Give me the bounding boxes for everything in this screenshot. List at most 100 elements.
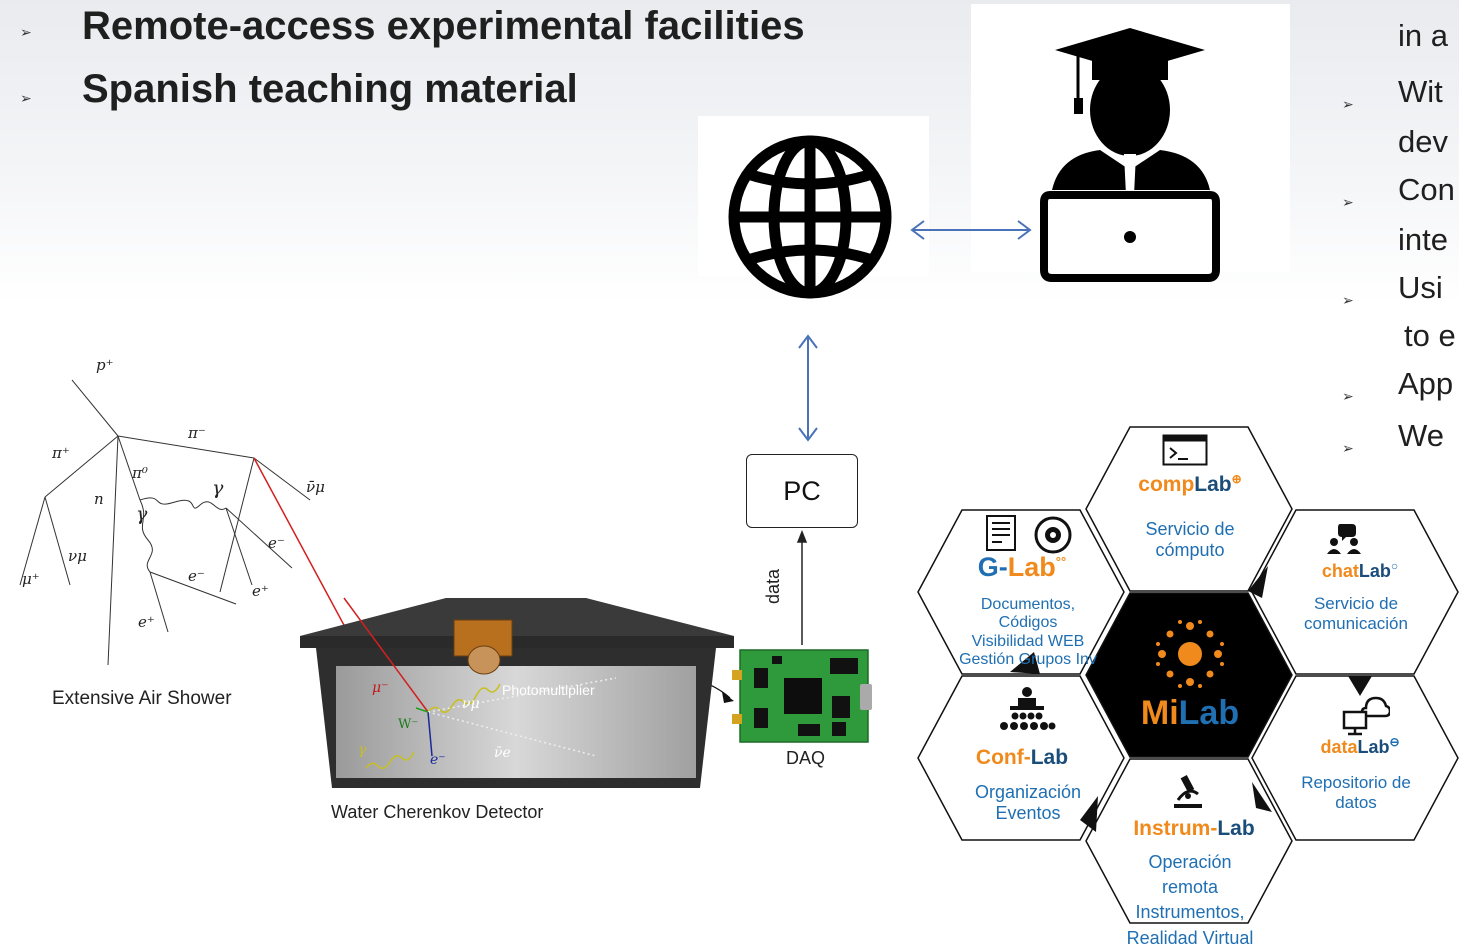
gear-cycle-icon	[1034, 516, 1072, 554]
instrumlab-desc-line: remota	[1161, 877, 1219, 898]
bullet-marker: ➢	[1342, 292, 1354, 308]
e-plus-label: e⁺	[252, 582, 269, 600]
conflab-desc-line: Organización	[974, 782, 1082, 802]
air-shower-caption: Extensive Air Shower	[52, 688, 232, 709]
detector-gamma-label: γ	[358, 742, 367, 758]
n-label: n	[94, 490, 104, 508]
detector-w-label: W⁻	[398, 717, 419, 732]
photomultiplier-label: Photomultiplier	[502, 682, 595, 698]
bullet-marker: ➢	[20, 90, 32, 106]
datalab-name-b: Lab	[1357, 737, 1390, 757]
datalab-name-a: data	[1320, 737, 1358, 757]
student-laptop-icon	[1040, 28, 1220, 282]
right-text-line: dev	[1398, 124, 1448, 159]
complab-name-a: comp	[1138, 473, 1195, 496]
chatlab-desc-line: comunicación	[1304, 613, 1408, 633]
complab-desc: Servicio de cómputo	[1110, 519, 1270, 560]
daq-label: DAQ	[786, 748, 826, 768]
instrumlab-name-a: Instrum-	[1133, 817, 1218, 840]
conflab-name-a: Conf-	[975, 746, 1031, 769]
cloud-monitor-icon	[1342, 696, 1390, 736]
conflab-desc-line: Eventos	[995, 802, 1061, 823]
milab-logo-text: MiLab	[1110, 694, 1270, 733]
glab-desc-line: Códigos	[998, 614, 1058, 632]
right-text-line: Wit	[1398, 74, 1443, 109]
detector-mu-label: μ⁻	[372, 680, 389, 696]
instrumlab-desc-line: Operación	[1148, 852, 1232, 872]
datalab-desc: Repositorio de datos	[1276, 773, 1436, 812]
gamma-label: γ	[136, 503, 148, 525]
right-text-line: to e	[1404, 318, 1456, 353]
conflab-name-b: Lab	[1030, 746, 1069, 769]
e-minus-label: e⁻	[268, 534, 285, 552]
bullet-marker: ➢	[1342, 440, 1354, 456]
glab-desc-line: Gestión Grupos Inv	[959, 651, 1097, 669]
glab-title: G-Lab°°	[977, 552, 1067, 582]
air-shower-diagram	[19, 379, 360, 666]
right-text-line: in a	[1398, 18, 1448, 53]
conflab-title: Conf-Lab	[952, 746, 1092, 770]
right-text-line: Usi	[1398, 270, 1443, 305]
p-plus-label: p⁺	[96, 356, 114, 374]
datalab-desc-line: datos	[1335, 792, 1377, 812]
bullet-teaching-material: Spanish teaching material	[82, 67, 578, 111]
nu-mu-label: νμ	[68, 547, 87, 565]
conflab-desc: Organización Eventos	[948, 782, 1108, 823]
gamma-label: γ	[212, 477, 224, 499]
instrumlab-desc: Operación remota Instrumentos, Realidad …	[1100, 850, 1280, 951]
complab-name-b: Lab	[1194, 473, 1232, 496]
glab-desc: Documentos, Códigos Visibilidad WEB Gest…	[932, 596, 1124, 670]
pc-box: PC	[746, 454, 858, 528]
bullet-marker: ➢	[1342, 388, 1354, 404]
instrumlab-name-b: Lab	[1217, 817, 1255, 840]
milab-sun-logo-icon	[1156, 620, 1224, 688]
instrumlab-title: Instrum-Lab	[1104, 817, 1284, 841]
water-cherenkov-detector	[300, 597, 734, 788]
milab-logo-lab: Lab	[1178, 694, 1240, 732]
glab-name-a: G-	[977, 552, 1008, 582]
right-text-line: Con	[1398, 172, 1455, 207]
e-plus-label: e⁺	[138, 613, 155, 631]
glab-desc-line: Visibilidad WEB	[971, 632, 1085, 650]
audience-icon	[1000, 687, 1056, 730]
detector-caption: Water Cherenkov Detector	[331, 802, 544, 822]
chatlab-title: chatLab○	[1321, 559, 1399, 581]
glab-name-b: Lab	[1007, 552, 1056, 582]
pi-minus-label: π⁻	[188, 424, 206, 442]
chatlab-desc-line: Servicio de	[1313, 594, 1399, 613]
pi-zero-label: π⁰	[132, 464, 148, 482]
instrumlab-desc-line: Instrumentos,	[1135, 902, 1245, 923]
right-text-line: We	[1398, 418, 1444, 453]
chatlab-name-b: Lab	[1358, 561, 1391, 581]
detector-e-label: e⁻	[430, 752, 446, 768]
terminal-icon	[1162, 434, 1208, 466]
milab-logo-mi: Mi	[1140, 694, 1179, 732]
chat-people-icon	[1327, 524, 1361, 554]
instrumlab-desc-line: Realidad Virtual	[1126, 927, 1254, 948]
document-icon	[986, 515, 1016, 551]
right-text-line: inte	[1398, 222, 1448, 257]
daq-board	[732, 649, 872, 743]
chatlab-desc: Servicio de comunicación	[1276, 594, 1436, 633]
glab-desc-line: Documentos,	[980, 596, 1076, 613]
bullet-marker: ➢	[1342, 194, 1354, 210]
chatlab-name-a: chat	[1321, 561, 1359, 581]
mu-plus-label: μ⁺	[22, 570, 40, 588]
detector-nu-mu-label: νμ	[462, 696, 480, 712]
complab-title: compLab⊕	[1138, 472, 1242, 496]
pc-label: PC	[783, 475, 821, 506]
globe-icon	[728, 135, 892, 299]
nu-mu-bar-label: ν̄μ	[306, 478, 325, 496]
complab-desc-line: cómputo	[1155, 539, 1225, 560]
bullet-remote-access: Remote-access experimental facilities	[82, 4, 805, 48]
detector-nu-e-label: ν̄e	[494, 745, 511, 761]
e-minus-label: e⁻	[188, 567, 205, 585]
datalab-title: dataLab⊖	[1320, 735, 1400, 757]
right-text-line: App	[1398, 366, 1454, 401]
microscope-icon	[1174, 775, 1202, 808]
bullet-marker: ➢	[1342, 96, 1354, 112]
pi-plus-label: π⁺	[52, 444, 70, 462]
complab-desc-line: Servicio de	[1145, 519, 1235, 539]
datalab-desc-line: Repositorio de	[1301, 773, 1411, 792]
